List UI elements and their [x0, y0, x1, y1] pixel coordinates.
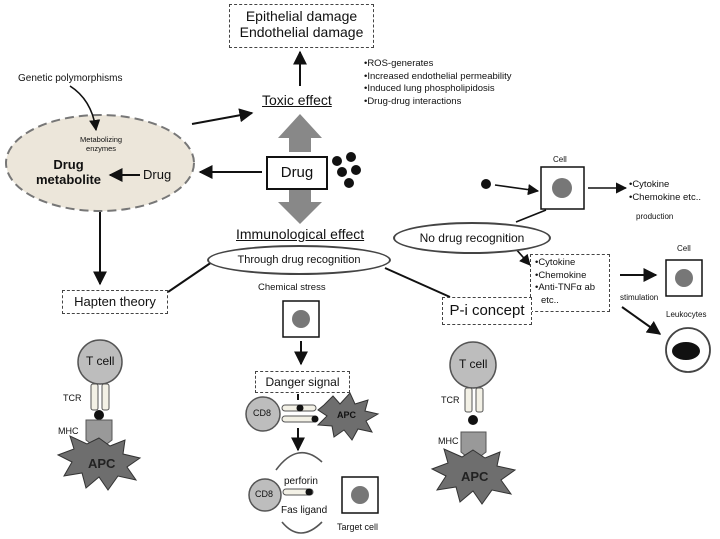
- drug-dot: [332, 156, 342, 166]
- tcr-right-label: TCR: [441, 395, 460, 405]
- drug-dot: [351, 165, 361, 175]
- epithelial-damage-text: Epithelial damage: [245, 8, 358, 24]
- tcr-left-arm1: [90, 383, 99, 411]
- toxic-bullets: •ROS-generates •Increased endothelial pe…: [364, 58, 512, 108]
- tcr-right-arm2: [475, 387, 484, 413]
- toxic-bullet: •Induced lung phospholipidosis: [364, 83, 495, 94]
- chemokine-top: •Chemokine etc..: [629, 192, 701, 203]
- mediator-item: •Anti-TNFα ab: [535, 282, 596, 293]
- leukocytes-label: Leukocytes: [666, 310, 707, 319]
- mhc-left-label: MHC: [58, 426, 79, 436]
- drug-box: Drug: [266, 156, 328, 190]
- t-cell-right-label: T cell: [459, 357, 488, 371]
- genetic-polymorphisms-label: Genetic polymorphisms: [18, 73, 123, 84]
- ellipse-to-toxic-arrow: [191, 108, 254, 125]
- no-recognition-line: [515, 209, 547, 223]
- t-cell-right: [449, 341, 497, 389]
- chemical-stress-nucleus: [292, 310, 310, 328]
- perforin-label: perforin: [284, 476, 318, 487]
- cell-label-top: Cell: [553, 155, 567, 164]
- metabolism-ellipse: [5, 114, 195, 212]
- t-cell-left: [77, 339, 123, 385]
- immunological-effect-label: Immunological effect: [236, 226, 365, 242]
- grey-arrow-up: [278, 114, 322, 152]
- drug-dot-pi: [468, 415, 478, 425]
- toxic-bullet: •ROS-generates: [364, 58, 434, 69]
- apc-right: [430, 448, 517, 505]
- through-recognition-label: Through drug recognition: [237, 254, 361, 266]
- drug-dot: [337, 167, 347, 177]
- mediators-box: •Cytokine •Chemokine •Anti-TNFα ab etc..: [530, 254, 610, 312]
- cd8-top-label: CD8: [253, 408, 272, 418]
- damage-box: Epithelial damage Endothelial damage: [229, 4, 374, 48]
- genetic-arrow: [69, 85, 101, 132]
- leukocyte-nucleus: [672, 342, 700, 360]
- toxic-bullet: •Increased endothelial permeability: [364, 70, 512, 82]
- pi-concept-label: P-i concept: [449, 302, 525, 319]
- t-cell-left-label: T cell: [86, 354, 115, 368]
- apc-left: [56, 435, 142, 491]
- danger-signal-label: Danger signal: [265, 375, 340, 389]
- cell-nucleus-top: [552, 178, 572, 198]
- receptor-dot-1: [296, 404, 304, 412]
- toxic-effect-label: Toxic effect: [262, 92, 332, 108]
- danger-signal-box: Danger signal: [255, 371, 350, 393]
- receptor-dot-3: [305, 488, 313, 496]
- mediator-item: •Chemokine: [535, 269, 587, 281]
- drug-dot-right: [481, 179, 491, 189]
- grey-arrow-down: [278, 190, 322, 224]
- tcr-left-arm2: [101, 383, 110, 411]
- apc-right-label: APC: [461, 469, 489, 484]
- hapten-theory-box: Hapten theory: [62, 290, 168, 314]
- apc-center-label: APC: [337, 410, 357, 420]
- drug-dot-hapten: [94, 410, 104, 420]
- fas-arc: [281, 521, 323, 534]
- no-recognition-label: No drug recognition: [419, 231, 525, 245]
- cd8-bottom-label: CD8: [255, 489, 274, 499]
- cd8-bottom-cell: [248, 478, 282, 512]
- perforin-arc: [275, 452, 323, 471]
- receptor-top-2: [281, 415, 317, 423]
- target-cell-label: Target cell: [337, 522, 379, 532]
- ellipse-drug-label: Drug: [143, 167, 172, 182]
- mediators-to-leukocytes-arrow: [621, 306, 662, 335]
- metabolizing-enzymes-label: Metabolizing enzymes: [80, 135, 123, 153]
- cell-label-right: Cell: [677, 244, 691, 253]
- target-nucleus: [351, 486, 369, 504]
- toxic-bullet: •Drug-drug interactions: [364, 95, 462, 107]
- through-to-hapten-line: [167, 261, 213, 293]
- apc-center: [316, 392, 380, 441]
- receptor-dot-2: [311, 415, 319, 423]
- hapten-theory-label: Hapten theory: [74, 294, 156, 309]
- receptor-bottom-1: [282, 488, 314, 496]
- stimulation-label: stimulation: [620, 293, 659, 302]
- drug-dot: [344, 178, 354, 188]
- cd8-top-cell: [245, 396, 281, 432]
- no-recognition-ellipse: No drug recognition: [393, 222, 551, 254]
- cell-nucleus-right: [675, 269, 693, 287]
- pi-concept-box: P-i concept: [442, 297, 532, 325]
- cytokine-top: •Cytokine: [629, 179, 670, 190]
- apc-left-label: APC: [88, 456, 116, 471]
- drug-label: Drug: [280, 164, 314, 181]
- endothelial-damage-text: Endothelial damage: [239, 24, 364, 41]
- through-to-pi-line: [384, 267, 451, 298]
- dot-to-cell-arrow: [494, 184, 540, 196]
- mediator-item: •Cytokine: [535, 257, 576, 268]
- tcr-left-label: TCR: [63, 393, 82, 403]
- drug-metabolite-label: Drug metabolite: [36, 157, 102, 187]
- mediator-item: etc..: [541, 294, 559, 306]
- tcr-right-arm1: [464, 387, 473, 413]
- production-label: production: [636, 212, 674, 221]
- through-recognition-ellipse: Through drug recognition: [207, 245, 391, 275]
- fas-ligand-label: Fas ligand: [281, 505, 328, 516]
- drug-dot: [346, 152, 356, 162]
- chemical-stress-label: Chemical stress: [258, 282, 326, 293]
- mhc-right-label: MHC: [438, 436, 459, 446]
